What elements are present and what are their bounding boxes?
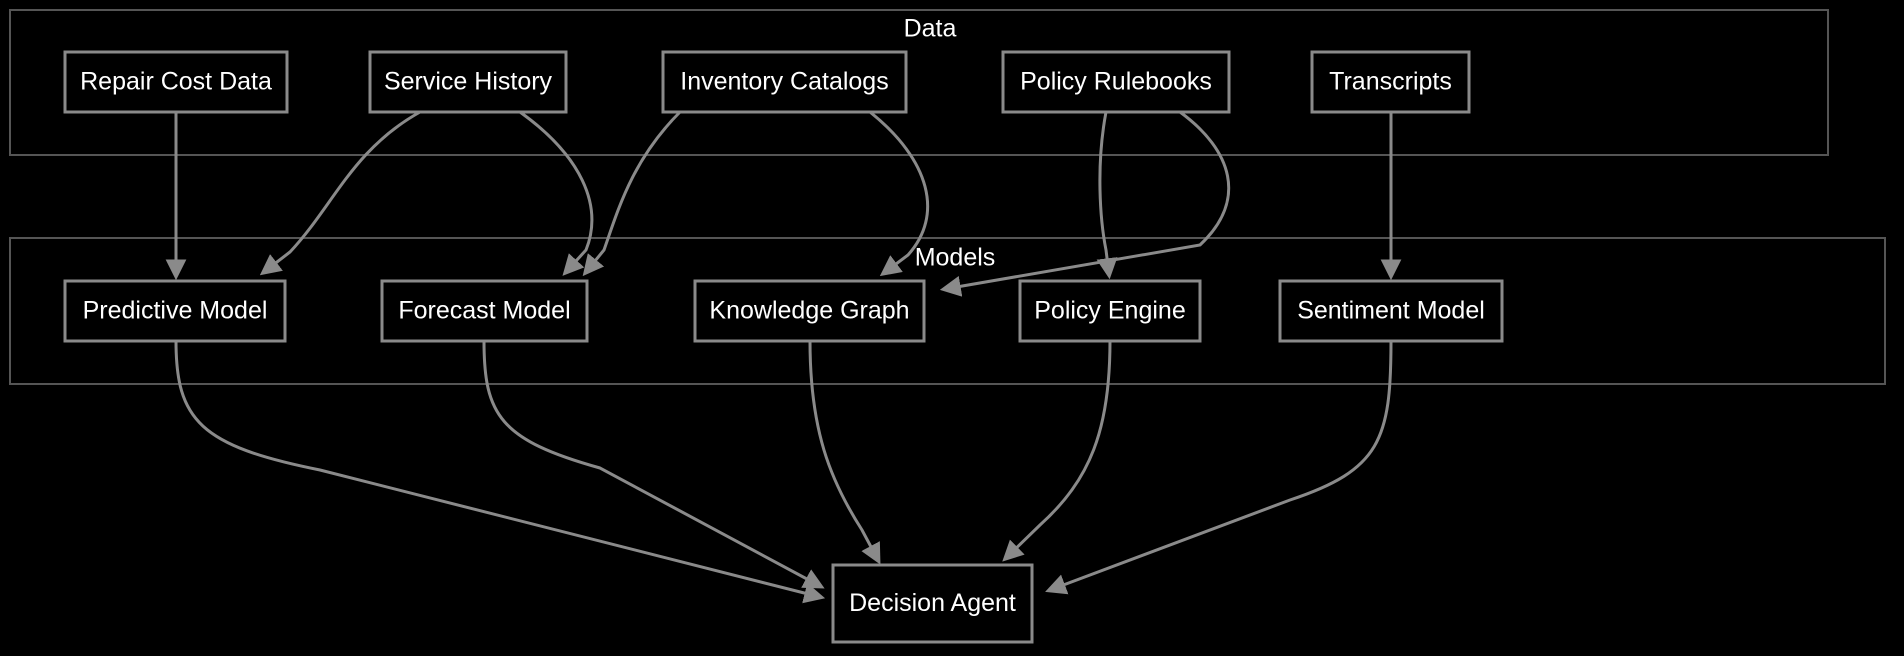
nodes-layer: Repair Cost Data Service History Inventory… <box>63 50 1504 644</box>
node-predictive[interactable]: Predictive Model <box>63 279 287 343</box>
node-box-predictive[interactable] <box>63 279 287 343</box>
node-box-agent[interactable] <box>831 563 1034 644</box>
node-label-repair: Repair Cost Data <box>80 68 272 96</box>
edge-predictive-to-agent <box>174 340 826 604</box>
node-repair[interactable]: Repair Cost Data <box>63 50 289 114</box>
edge-sentiment-to-agent <box>1045 340 1393 595</box>
node-label-kgraph: Knowledge Graph <box>709 297 909 325</box>
node-label-predictive: Predictive Model <box>83 297 268 325</box>
node-box-service[interactable] <box>368 50 568 114</box>
group-label-data: Data <box>904 15 957 43</box>
node-box-inventory[interactable] <box>661 50 908 114</box>
edge-service-to-predictive <box>259 110 421 276</box>
node-kgraph[interactable]: Knowledge Graph <box>693 279 926 343</box>
node-engine[interactable]: Policy Engine <box>1018 279 1202 343</box>
group-label-models: Models <box>915 244 996 272</box>
node-label-inventory: Inventory Catalogs <box>680 68 888 96</box>
node-label-sentiment: Sentiment Model <box>1297 297 1485 325</box>
group-box-data <box>9 9 1829 156</box>
edges-layer <box>165 110 1402 604</box>
node-policy[interactable]: Policy Rulebooks <box>1001 50 1231 114</box>
node-agent[interactable]: Decision Agent <box>831 563 1034 644</box>
node-box-engine[interactable] <box>1018 279 1202 343</box>
edge-inventory-to-kgraph <box>869 110 930 277</box>
edge-policy-to-engine <box>1096 111 1118 280</box>
edge-engine-to-agent <box>1002 340 1112 562</box>
node-transcripts[interactable]: Transcripts <box>1310 50 1471 114</box>
edge-service-to-forecast <box>519 110 594 276</box>
node-box-repair[interactable] <box>63 50 289 114</box>
edge-kgraph-to-agent <box>808 340 881 565</box>
node-label-forecast: Forecast Model <box>398 297 570 325</box>
node-sentiment[interactable]: Sentiment Model <box>1278 279 1504 343</box>
node-box-forecast[interactable] <box>380 279 589 343</box>
node-box-kgraph[interactable] <box>693 279 926 343</box>
node-label-engine: Policy Engine <box>1034 297 1185 325</box>
node-forecast[interactable]: Forecast Model <box>380 279 589 343</box>
node-box-policy[interactable] <box>1001 50 1231 114</box>
edge-forecast-to-agent <box>482 340 825 589</box>
edge-inventory-to-forecast <box>582 110 682 277</box>
edge-policy-to-kgraph <box>939 110 1231 297</box>
group-box-models <box>9 237 1886 385</box>
node-box-transcripts[interactable] <box>1310 50 1471 114</box>
node-label-transcripts: Transcripts <box>1329 68 1452 96</box>
node-inventory[interactable]: Inventory Catalogs <box>661 50 908 114</box>
node-service[interactable]: Service History <box>368 50 568 114</box>
node-box-sentiment[interactable] <box>1278 279 1504 343</box>
node-label-agent: Decision Agent <box>849 589 1016 617</box>
node-label-policy: Policy Rulebooks <box>1020 68 1212 96</box>
node-label-service: Service History <box>384 68 553 96</box>
